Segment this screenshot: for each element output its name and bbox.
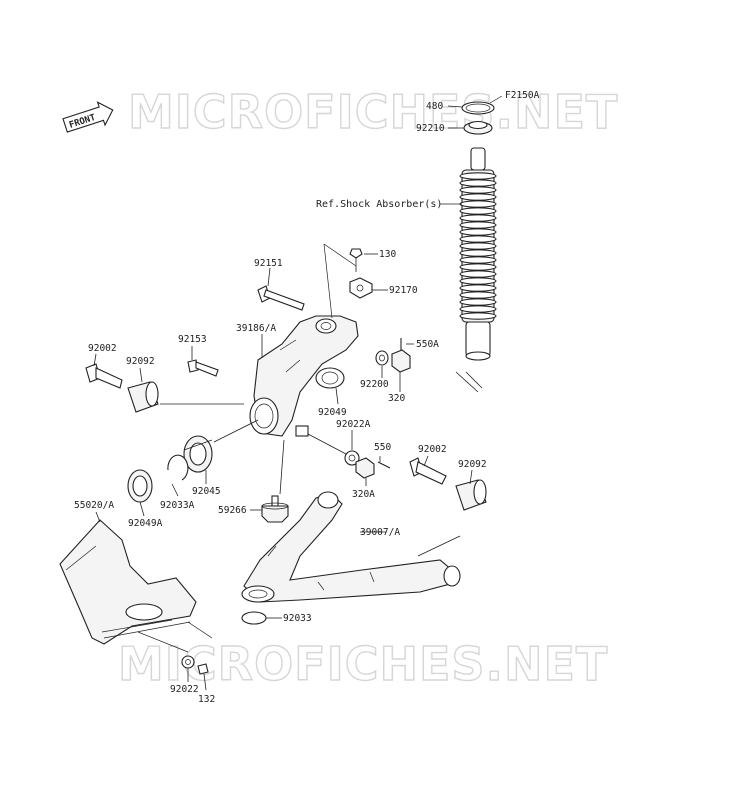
part-label-92033: 92033: [283, 613, 312, 624]
part-label-39007A: 39007/A: [360, 527, 400, 538]
part-label-92022A: 92022A: [336, 419, 371, 430]
part-label-92049A: 92049A: [128, 518, 163, 529]
spring-coil: [459, 298, 497, 306]
part-59266-ball-joint: [261, 495, 289, 523]
part-label-132: 132: [198, 694, 215, 705]
part-label-92153: 92153: [178, 334, 207, 345]
part-92002-bolt-left: [85, 363, 123, 389]
part-550-cotter-pin: [377, 461, 391, 469]
spring-coil: [459, 193, 497, 201]
spring-coil: [459, 305, 497, 313]
part-92022-washer: [181, 655, 195, 669]
part-92002-bolt-right: [409, 457, 447, 485]
part-label-92170: 92170: [389, 285, 418, 296]
part-92200-washer: [375, 350, 389, 366]
spring-coil: [459, 221, 497, 229]
spring-coil: [459, 228, 497, 236]
part-label-92045: 92045: [192, 486, 221, 497]
part-label-92002-left: 92002: [88, 343, 117, 354]
part-label-59266: 59266: [218, 505, 247, 516]
part-320A-nut: [355, 457, 375, 479]
part-label-550: 550: [374, 442, 391, 453]
part-92049-seal: [315, 367, 345, 389]
part-label-92151: 92151: [254, 258, 283, 269]
part-92092-bushing-right: [455, 479, 487, 511]
part-label-92092-right: 92092: [458, 459, 487, 470]
part-label-480: 480: [426, 101, 443, 112]
part-label-92092-left: 92092: [126, 356, 155, 367]
spring-coil: [459, 242, 497, 250]
part-320-nut: [391, 349, 411, 373]
ref-shock-absorber-note: Ref.Shock Absorber(s): [316, 199, 442, 210]
part-92170-clamp: [349, 277, 373, 299]
part-label-550A: 550A: [416, 339, 439, 350]
spring-coil: [459, 179, 497, 187]
part-label-92002-right: 92002: [418, 444, 447, 455]
part-92033-circlip: [241, 611, 267, 625]
spring-coil: [459, 270, 497, 278]
part-label-92200: 92200: [360, 379, 389, 390]
shock-absorber: [459, 147, 497, 361]
part-label-130: 130: [379, 249, 396, 260]
front-arrow-icon: FRONT: [62, 101, 114, 133]
part-55020-guard: [59, 519, 197, 645]
part-132-bolt: [197, 663, 209, 691]
spring-coil: [459, 235, 497, 243]
watermark-top: MICROFICHES.NET: [128, 85, 618, 139]
spring-coil: [459, 200, 497, 208]
spring-coil: [459, 207, 497, 215]
part-label-55020A: 55020/A: [74, 500, 114, 511]
part-label-320: 320: [388, 393, 405, 404]
spring-coil: [459, 263, 497, 271]
spring-coil: [459, 312, 497, 320]
spring-coil: [459, 277, 497, 285]
part-label-92022: 92022: [170, 684, 199, 695]
part-92045-bearing: [183, 435, 213, 473]
part-92151-bolt: [257, 285, 305, 311]
part-39186-knuckle: [249, 315, 359, 437]
part-label-92049: 92049: [318, 407, 347, 418]
part-label-320A: 320A: [352, 489, 375, 500]
spring-coil: [459, 249, 497, 257]
spring-coil: [459, 172, 497, 180]
part-label-92033A: 92033A: [160, 500, 195, 511]
part-92092-bushing-left: [127, 381, 159, 413]
spring-coil: [459, 284, 497, 292]
part-92210-bushing: [463, 120, 493, 135]
part-39007-a-arm: [241, 491, 461, 603]
part-480-ring: [461, 101, 495, 115]
spring-coil: [459, 186, 497, 194]
part-label-92210: 92210: [416, 123, 445, 134]
part-92022A-washer: [344, 450, 360, 466]
part-92033A-circlip: [167, 454, 189, 481]
watermark-bottom: MICROFICHES.NET: [118, 637, 608, 691]
part-92153-bolt: [187, 359, 219, 377]
part-130-bolt: [349, 248, 363, 272]
spring-coil: [459, 256, 497, 264]
part-92049A-seal: [127, 469, 153, 503]
spring-coil: [459, 291, 497, 299]
reference-code: F2150A: [505, 90, 540, 101]
part-label-39186A: 39186/A: [236, 323, 276, 334]
spring-coil: [459, 214, 497, 222]
